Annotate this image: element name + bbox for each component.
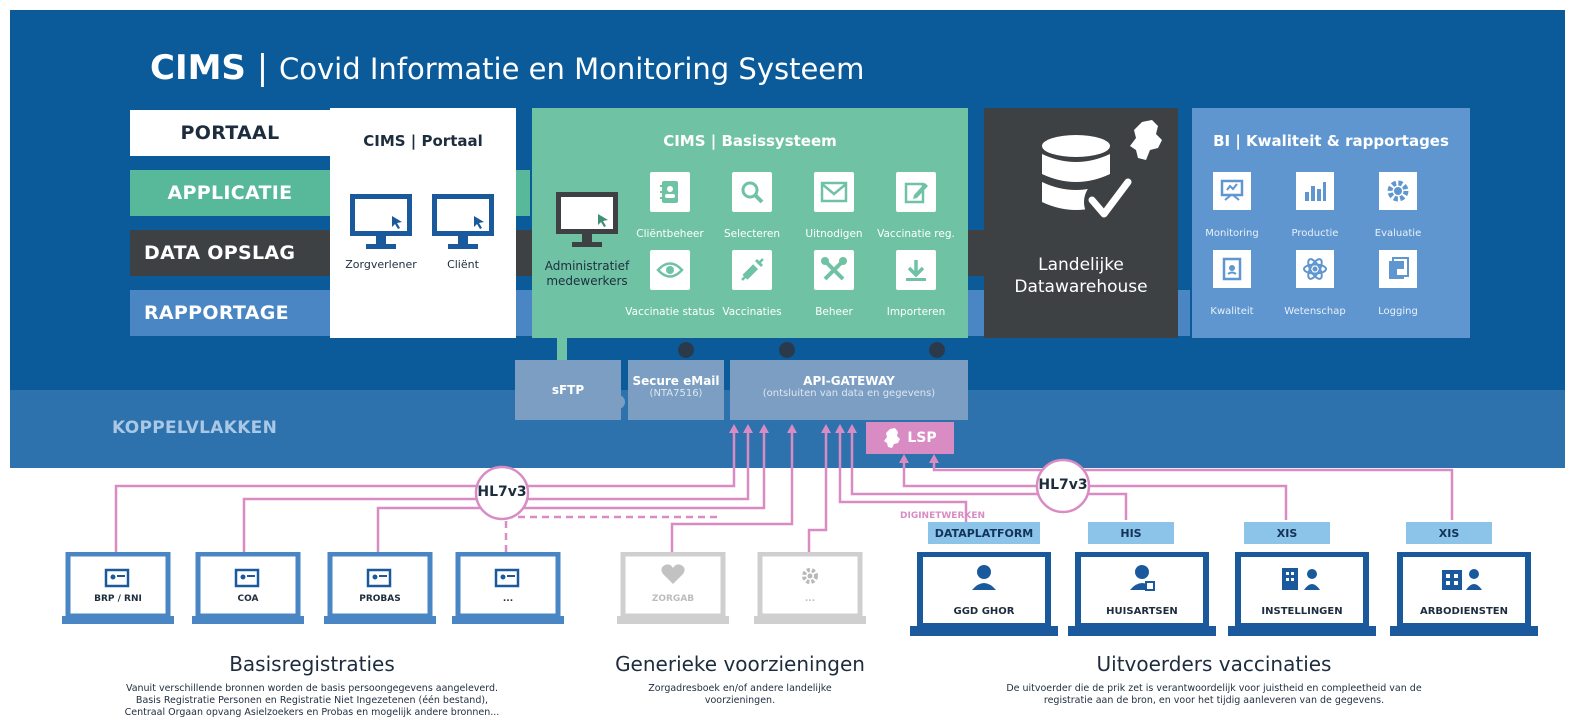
source-system-tag: XIS bbox=[1406, 522, 1492, 544]
section-title: Basisregistraties bbox=[229, 652, 395, 676]
laptop-icon bbox=[1068, 552, 1216, 636]
gear-icon bbox=[1379, 172, 1417, 210]
secure-email-block: Secure eMail (NTA7516) bbox=[628, 360, 724, 420]
database-icon bbox=[1042, 135, 1132, 226]
hl7v3-badge: HL7v3 bbox=[1038, 477, 1088, 493]
laptop-label: GGD GHOR bbox=[953, 606, 1015, 617]
eye-icon bbox=[650, 250, 690, 290]
laptop-icon bbox=[192, 552, 304, 624]
datawarehouse-label: Landelijke Datawarehouse bbox=[1014, 255, 1148, 297]
sftp-block: sFTP bbox=[515, 360, 621, 420]
laptop-icon bbox=[324, 552, 436, 624]
bi-tile-label: Productie bbox=[1291, 228, 1339, 239]
basissysteem-title: CIMS | Basissysteem bbox=[663, 132, 837, 150]
netherlands-map-icon bbox=[884, 428, 901, 448]
monitoring-icon bbox=[1213, 172, 1251, 210]
diginetwerken-label: DIGINETWERKEN bbox=[900, 511, 986, 521]
laptop-label: INSTELLINGEN bbox=[1261, 606, 1343, 617]
tile-label: Vaccinaties bbox=[722, 306, 782, 318]
tile-label: Vaccinatie status bbox=[625, 306, 715, 318]
tile-label: Vaccinatie reg. bbox=[877, 228, 955, 240]
bi-title: BI | Kwaliteit & rapportages bbox=[1213, 132, 1449, 150]
monitor-icon bbox=[432, 194, 494, 249]
bi-tile-label: Logging bbox=[1378, 306, 1418, 317]
tools-icon bbox=[814, 250, 854, 290]
log-document-icon bbox=[1379, 250, 1417, 288]
source-system-tag: HIS bbox=[1088, 522, 1174, 544]
laptop-icon bbox=[1390, 552, 1538, 636]
laptop-label: ... bbox=[502, 594, 514, 604]
tile-label: Beheer bbox=[815, 306, 853, 318]
laptop-icon bbox=[452, 552, 564, 624]
download-icon bbox=[896, 250, 936, 290]
tile-label: Cliëntbeheer bbox=[636, 228, 704, 240]
bi-tile-label: Evaluatie bbox=[1374, 228, 1422, 239]
lsp-block: LSP bbox=[866, 422, 954, 454]
koppelvlakken-label: KOPPELVLAKKEN bbox=[112, 418, 278, 438]
laptop-icon bbox=[62, 552, 174, 624]
page-title: CIMS | Covid Informatie en Monitoring Sy… bbox=[150, 48, 865, 88]
quality-document-icon bbox=[1213, 250, 1251, 288]
section-description: De uitvoerder die de prik zet is verantw… bbox=[1006, 683, 1422, 706]
syringe-icon bbox=[732, 250, 772, 290]
portal-user-label: Cliënt bbox=[447, 258, 479, 271]
hl7v3-badge: HL7v3 bbox=[477, 484, 527, 500]
laptop-icon bbox=[910, 552, 1058, 636]
laptop-label: ZORGAB bbox=[651, 594, 695, 604]
portal-title: CIMS | Portaal bbox=[363, 132, 483, 150]
laptop-label: BRP / RNI bbox=[94, 594, 142, 604]
laptop-icon bbox=[754, 552, 866, 624]
datawarehouse-panel: Landelijke Datawarehouse bbox=[984, 108, 1178, 338]
laptop-label: HUISARTSEN bbox=[1106, 606, 1178, 617]
api-gateway-block: API-GATEWAY (ontsluiten van data en gege… bbox=[730, 360, 968, 420]
netherlands-map-icon bbox=[1130, 120, 1162, 160]
laptop-label: COA bbox=[237, 594, 259, 604]
laptop-label: ARBODIENSTEN bbox=[1419, 606, 1508, 617]
atom-icon bbox=[1296, 250, 1334, 288]
layer-portaal: PORTAAL bbox=[130, 110, 330, 156]
portal-panel: CIMS | Portaal Zorgverlener Cliënt bbox=[330, 108, 516, 338]
source-system-tag: XIS bbox=[1244, 522, 1330, 544]
layer-applicatie: APPLICATIE bbox=[130, 170, 330, 216]
section-description: Vanuit verschillende bronnen worden de b… bbox=[124, 683, 500, 718]
chart-icon bbox=[1296, 172, 1334, 210]
source-system-tag: DATAPLATFORM bbox=[928, 522, 1040, 544]
section-title: Uitvoerders vaccinaties bbox=[1096, 652, 1332, 676]
laptop-label: ... bbox=[804, 594, 816, 604]
bi-tile-label: Kwaliteit bbox=[1210, 306, 1254, 317]
laptop-icon bbox=[617, 552, 729, 624]
monitor-icon bbox=[350, 194, 412, 249]
bi-tile-label: Monitoring bbox=[1205, 228, 1259, 239]
envelope-icon bbox=[814, 172, 854, 212]
contacts-icon bbox=[650, 172, 690, 212]
tile-label: Selecteren bbox=[723, 228, 781, 240]
portal-user-label: Zorgverlener bbox=[345, 258, 417, 271]
bi-tile-label: Wetenschap bbox=[1284, 306, 1346, 317]
layer-data-opslag: DATA OPSLAG bbox=[130, 230, 330, 276]
edit-icon bbox=[896, 172, 936, 212]
section-title: Generieke voorzieningen bbox=[615, 652, 865, 676]
bi-panel: BI | Kwaliteit & rapportages Monitoring … bbox=[1192, 108, 1470, 338]
admin-label: Administratief medewerkers bbox=[544, 259, 630, 288]
tile-label: Importeren bbox=[886, 306, 946, 318]
layer-rapportage: RAPPORTAGE bbox=[130, 290, 330, 336]
basissysteem-panel: CIMS | Basissysteem Administratief medew… bbox=[532, 108, 968, 338]
magnifier-icon bbox=[732, 172, 772, 212]
tile-label: Uitnodigen bbox=[805, 228, 863, 240]
laptop-label: PROBAS bbox=[359, 594, 401, 604]
laptop-icon bbox=[1228, 552, 1376, 636]
admin-monitor-icon bbox=[556, 192, 618, 247]
section-description: Zorgadresboek en/of andere landelijke vo… bbox=[648, 683, 832, 706]
